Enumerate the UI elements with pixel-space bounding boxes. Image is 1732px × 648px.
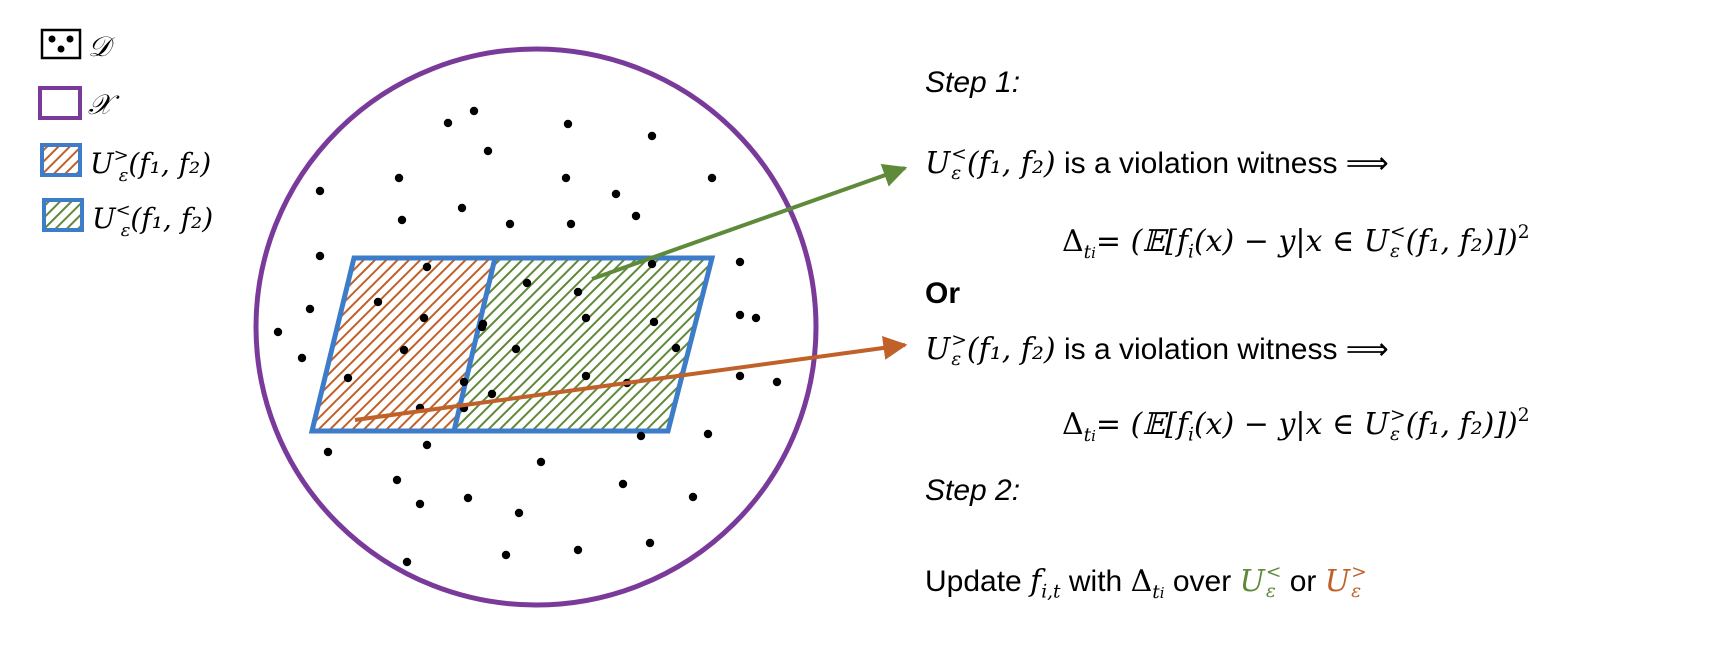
data-point	[647, 131, 657, 141]
data-point	[514, 508, 524, 518]
data-point	[735, 310, 745, 320]
legend-data-label: 𝒟	[88, 30, 115, 63]
data-point	[566, 219, 576, 229]
or-label: Or	[925, 277, 961, 310]
data-point	[751, 313, 761, 323]
data-point	[483, 146, 493, 156]
data-point	[315, 186, 325, 196]
data-point	[536, 457, 546, 467]
legend-domain-symbol	[38, 86, 82, 120]
data-point	[392, 475, 402, 485]
step2-label: Step 2:	[925, 474, 1021, 507]
arrow-orange	[354, 336, 908, 422]
legend-u-less-label: U<ε(f₁, f₂)	[92, 200, 213, 241]
data-point	[505, 219, 515, 229]
step1-label: Step 1:	[925, 66, 1021, 99]
data-point	[457, 203, 467, 213]
witness-less-line: U<ε(f₁, f₂) is a violation witness ⟹	[925, 144, 1389, 185]
data-point	[399, 345, 409, 355]
witness-greater-line: U>ε(f₁, f₂) is a violation witness ⟹	[925, 330, 1389, 371]
data-point	[563, 119, 573, 129]
data-point	[573, 287, 583, 297]
region-u-greater	[312, 258, 495, 431]
data-point	[463, 493, 473, 503]
data-point	[703, 429, 713, 439]
data-point	[394, 173, 404, 183]
data-point	[511, 344, 521, 354]
data-point	[618, 479, 628, 489]
data-point	[422, 440, 432, 450]
data-point	[636, 431, 646, 441]
data-point	[443, 118, 453, 128]
data-point	[469, 106, 479, 116]
region-u-less	[454, 258, 712, 431]
data-point	[735, 257, 745, 267]
data-point	[649, 317, 659, 327]
data-point	[315, 251, 325, 261]
data-point	[373, 297, 383, 307]
data-point	[522, 278, 532, 288]
data-point	[581, 371, 591, 381]
data-point	[671, 343, 681, 353]
domain-circle	[253, 46, 819, 608]
delta-greater-formula: Δti= (𝔼[fi(x) − y|x ∈ U>ε(f₁, f₂)])2	[1062, 405, 1530, 446]
legend-domain-label: 𝒳	[88, 88, 120, 121]
legend: 𝒟 𝒳 U>ε(f₁, f₂) U<ε(f₁, f₂)	[38, 28, 213, 241]
delta-less-formula: Δti= (𝔼[fi(x) − y|x ∈ U<ε(f₁, f₂)])2	[1062, 222, 1530, 263]
data-point	[459, 377, 469, 387]
data-point	[419, 313, 429, 323]
data-point	[487, 389, 497, 399]
data-point	[305, 304, 315, 314]
data-point	[611, 189, 621, 199]
data-point	[581, 313, 591, 323]
legend-data-symbol	[40, 28, 82, 60]
data-point	[772, 377, 782, 387]
data-point	[343, 373, 353, 383]
legend-orange-hatch-symbol	[40, 143, 82, 177]
data-point	[273, 327, 283, 337]
data-point	[478, 319, 488, 329]
data-point	[397, 215, 407, 225]
data-point	[688, 492, 698, 502]
legend-u-greater-label: U>ε(f₁, f₂)	[90, 145, 211, 186]
region-outline	[308, 255, 716, 434]
data-point	[561, 173, 571, 183]
data-point	[323, 447, 333, 457]
data-point	[631, 211, 641, 221]
legend-green-hatch-symbol	[42, 198, 84, 232]
data-point	[415, 499, 425, 509]
data-point	[422, 262, 432, 272]
data-point	[501, 550, 511, 560]
data-point	[647, 259, 657, 269]
region-divider	[451, 257, 498, 432]
data-point	[645, 538, 655, 548]
data-point	[573, 545, 583, 555]
data-point	[402, 557, 412, 567]
data-points	[273, 106, 782, 567]
data-point	[707, 173, 717, 183]
arrow-green	[591, 163, 908, 281]
data-point	[297, 353, 307, 363]
update-line: Update fi,t with Δti over U<ε or U>ε	[925, 562, 1367, 603]
data-point	[735, 371, 745, 381]
